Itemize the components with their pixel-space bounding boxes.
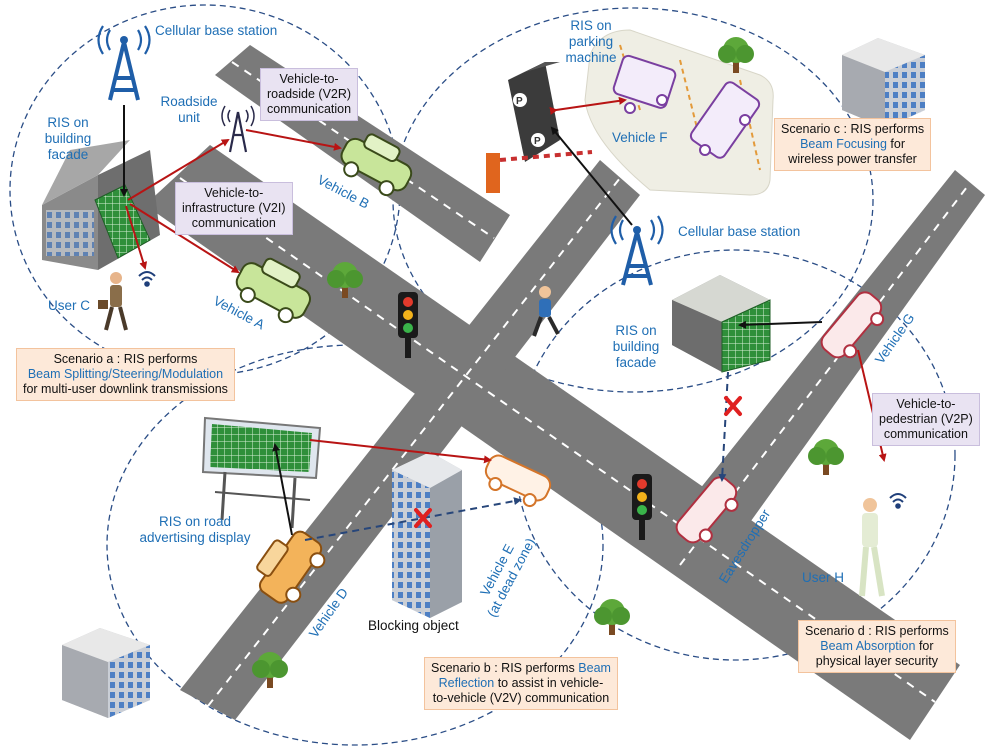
building-right-facade [672,275,771,373]
traffic-light-upper [398,292,418,358]
traffic-light-lower [632,474,652,540]
box-scenario-a: Scenario a : RIS performs Beam Splitting… [16,348,235,401]
label-ris-parking: RIS on parking machine [565,18,617,65]
block-mark-icon [724,396,742,416]
trees [252,37,844,688]
box-v2i-communication: Vehicle-to- infrastructure (V2I) communi… [175,182,293,235]
label-ris-facade-left: RIS on building facade [44,115,92,162]
vehicle-e-car [484,454,552,508]
tree [252,652,288,688]
road-main [145,145,960,740]
box-scenario-b: Scenario b : RIS performs Beam Reflectio… [424,657,618,710]
pedestrian-user-c [98,272,128,331]
pedestrian-crossing [532,286,560,337]
vehicle-a-car [235,257,312,324]
cellular-tower-mid [610,215,664,286]
label-roadside-unit: Roadside unit [160,94,218,125]
bus [689,81,761,159]
pedestrian-user-h [859,498,885,597]
parking-lot [584,29,774,196]
box-v2r-communication: Vehicle-to- roadside (V2R) communication [260,68,359,121]
vehicle-b-car [340,133,413,197]
billboard-ris [201,416,322,529]
cellular-tower-top [97,25,151,101]
label-ris-advertising: RIS on road advertising display [139,514,251,545]
wifi-icon [889,493,907,509]
tree [718,37,754,73]
building-bottom-left [62,628,150,718]
box-scenario-c: Scenario c : RIS performs Beam Focusing … [774,118,932,171]
coverage-circle-b [106,344,604,746]
parking-machine: P P [486,62,593,193]
blocking-building [392,452,462,618]
label-ris-facade-right: RIS on building facade [612,323,660,370]
label-user-h: User H [802,570,845,585]
box-v2p-communication: Vehicle-to- pedestrian (V2P) communicati… [872,393,980,446]
vehicle-d-car [256,530,326,604]
coverage-circle-d [514,249,956,661]
tree [327,262,363,298]
roadside-unit-antenna [221,105,255,153]
road-right [655,170,985,585]
wifi-icon [138,271,156,287]
tree [808,439,844,475]
tree [594,599,630,635]
vehicle-f-van [612,54,677,114]
block-mark-icon [414,508,432,528]
building-top-right [842,38,925,128]
vehicle-g-car [820,291,885,359]
label-cellular-top: Cellular base station [155,23,278,38]
box-scenario-d: Scenario d : RIS performs Beam Absorptio… [798,620,956,673]
building-left-facade [42,140,160,270]
label-blocking-object: Blocking object [368,618,459,633]
label-user-c: User C [48,298,91,313]
ris-panel-facade-right [721,299,771,373]
svg-text:P: P [516,96,523,107]
eavesdropper-car [675,476,739,544]
label-vehicle-f: Vehicle F [612,130,668,145]
svg-text:P: P [534,136,541,147]
ris-panel-billboard [210,424,312,472]
label-cellular-mid: Cellular base station [678,224,801,239]
